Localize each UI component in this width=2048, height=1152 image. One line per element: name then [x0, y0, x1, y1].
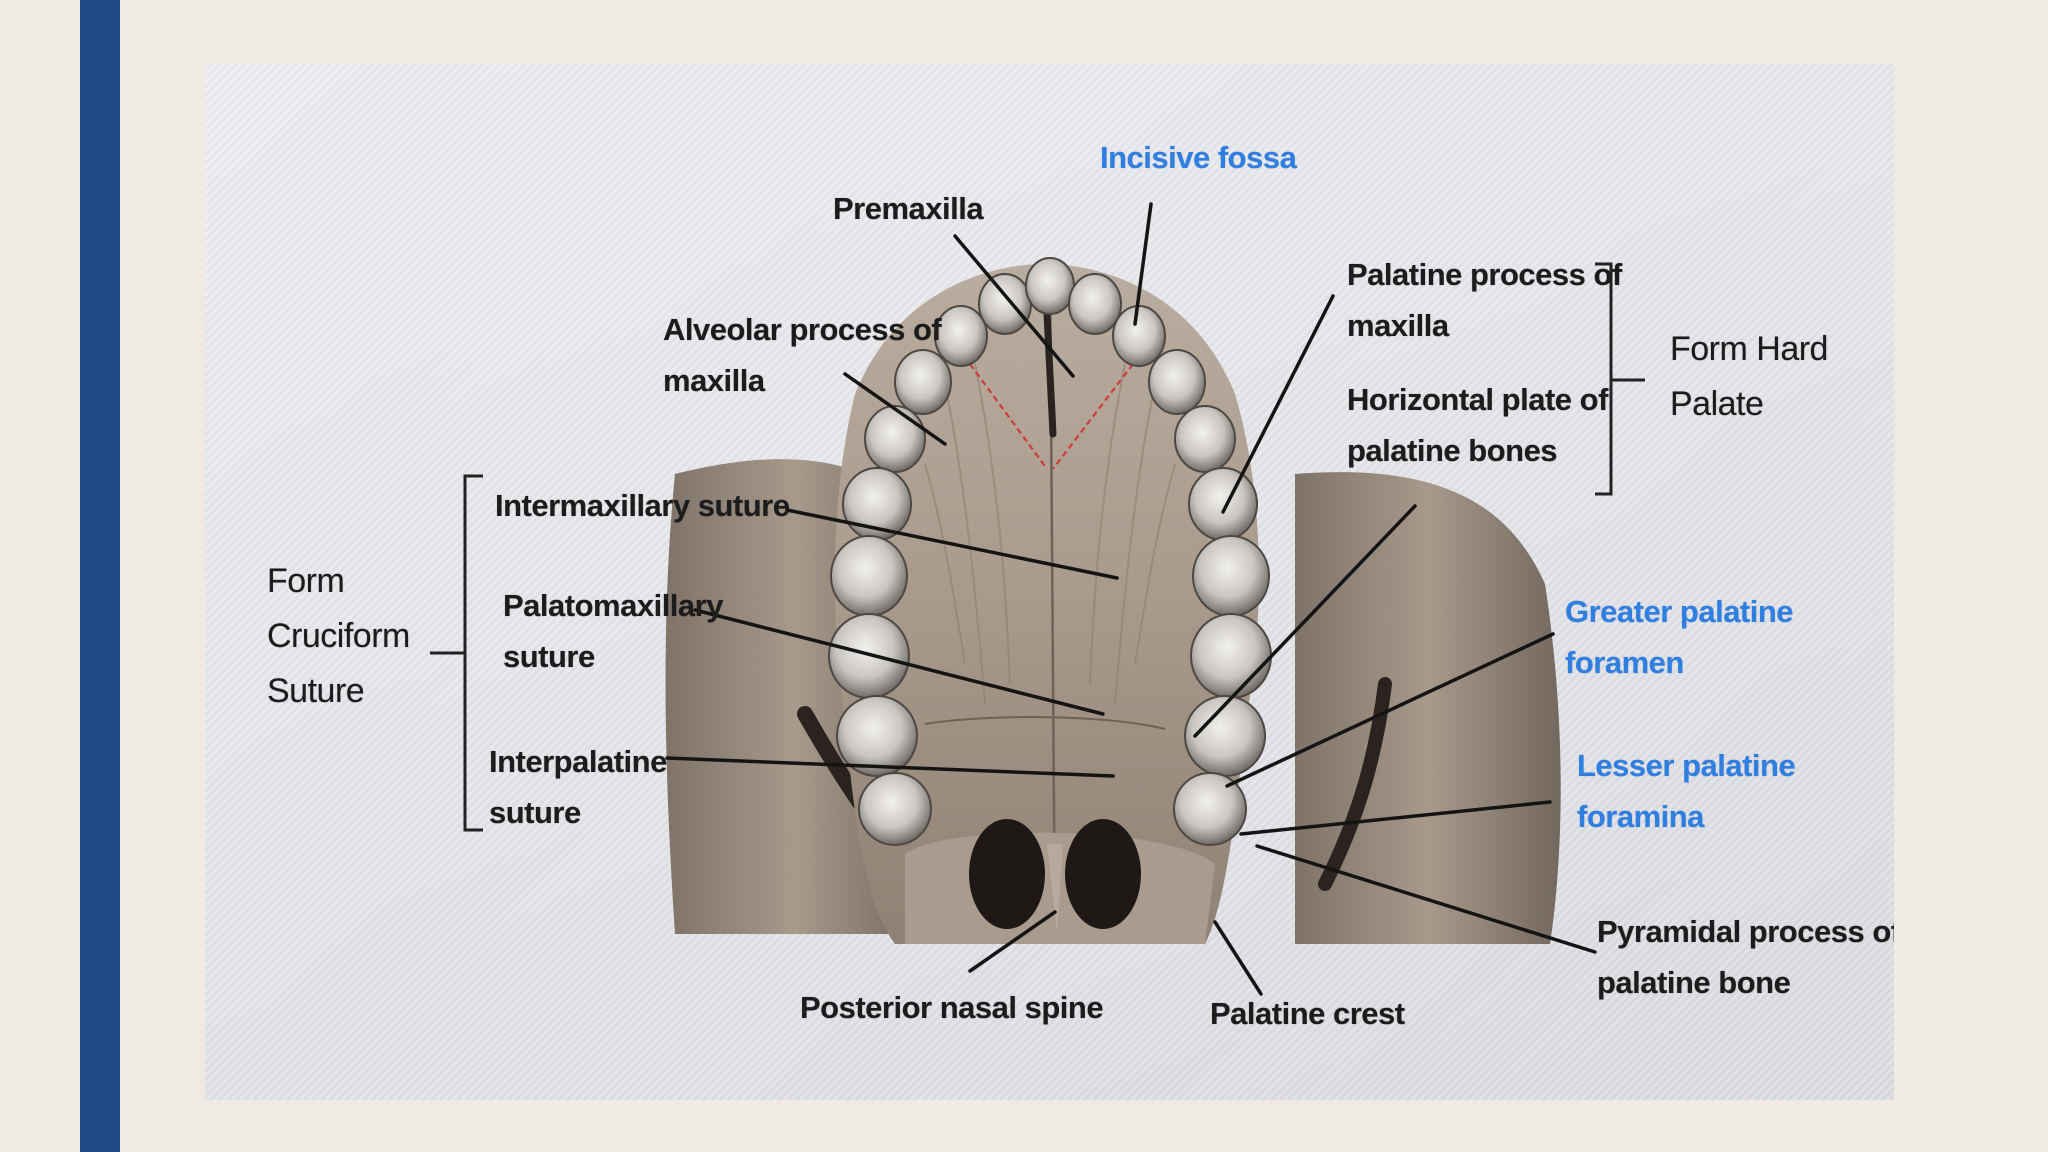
label-form-cruciform-suture: Form Cruciform Suture	[267, 562, 410, 710]
label-form-hard-palate: Form Hard Palate	[1670, 330, 1828, 423]
posterior-palate-region	[905, 819, 1215, 944]
label-alveolar-process: Alveolar process of maxilla	[663, 312, 942, 398]
label-premaxilla: Premaxilla	[833, 191, 984, 226]
hard-palate-bracket	[1595, 262, 1645, 496]
label-interpalatine-suture: Interpalatine suture	[489, 744, 667, 830]
hard-palate-illustration	[430, 202, 1645, 996]
hard-palate-bone	[834, 264, 1259, 944]
maxillary-teeth	[828, 257, 1272, 846]
label-palatine-process: Palatine process of maxilla	[1347, 257, 1622, 343]
label-greater-palatine-foramen: Greater palatine foramen	[1565, 594, 1794, 680]
label-lesser-palatine-foramina: Lesser palatine foramina	[1577, 748, 1796, 834]
premaxilla-suture-lines	[969, 363, 1134, 470]
label-palatomaxillary-suture: Palatomaxillary suture	[503, 588, 723, 674]
label-palatine-crest: Palatine crest	[1210, 996, 1405, 1031]
cruciform-suture-bracket	[430, 474, 483, 832]
label-pyramidal-process: Pyramidal process of palatine bone	[1597, 914, 1894, 1000]
label-posterior-nasal-spine: Posterior nasal spine	[800, 990, 1104, 1025]
label-intermaxillary-suture: Intermaxillary suture	[495, 488, 790, 523]
label-incisive-fossa: Incisive fossa	[1100, 140, 1297, 175]
palate-diagram-photo: Incisive fossa Premaxilla Alveolar proce…	[205, 64, 1894, 1100]
label-horizontal-plate: Horizontal plate of palatine bones	[1347, 382, 1608, 468]
slide-accent-bar	[80, 0, 120, 1152]
leader-lines	[665, 202, 1597, 996]
